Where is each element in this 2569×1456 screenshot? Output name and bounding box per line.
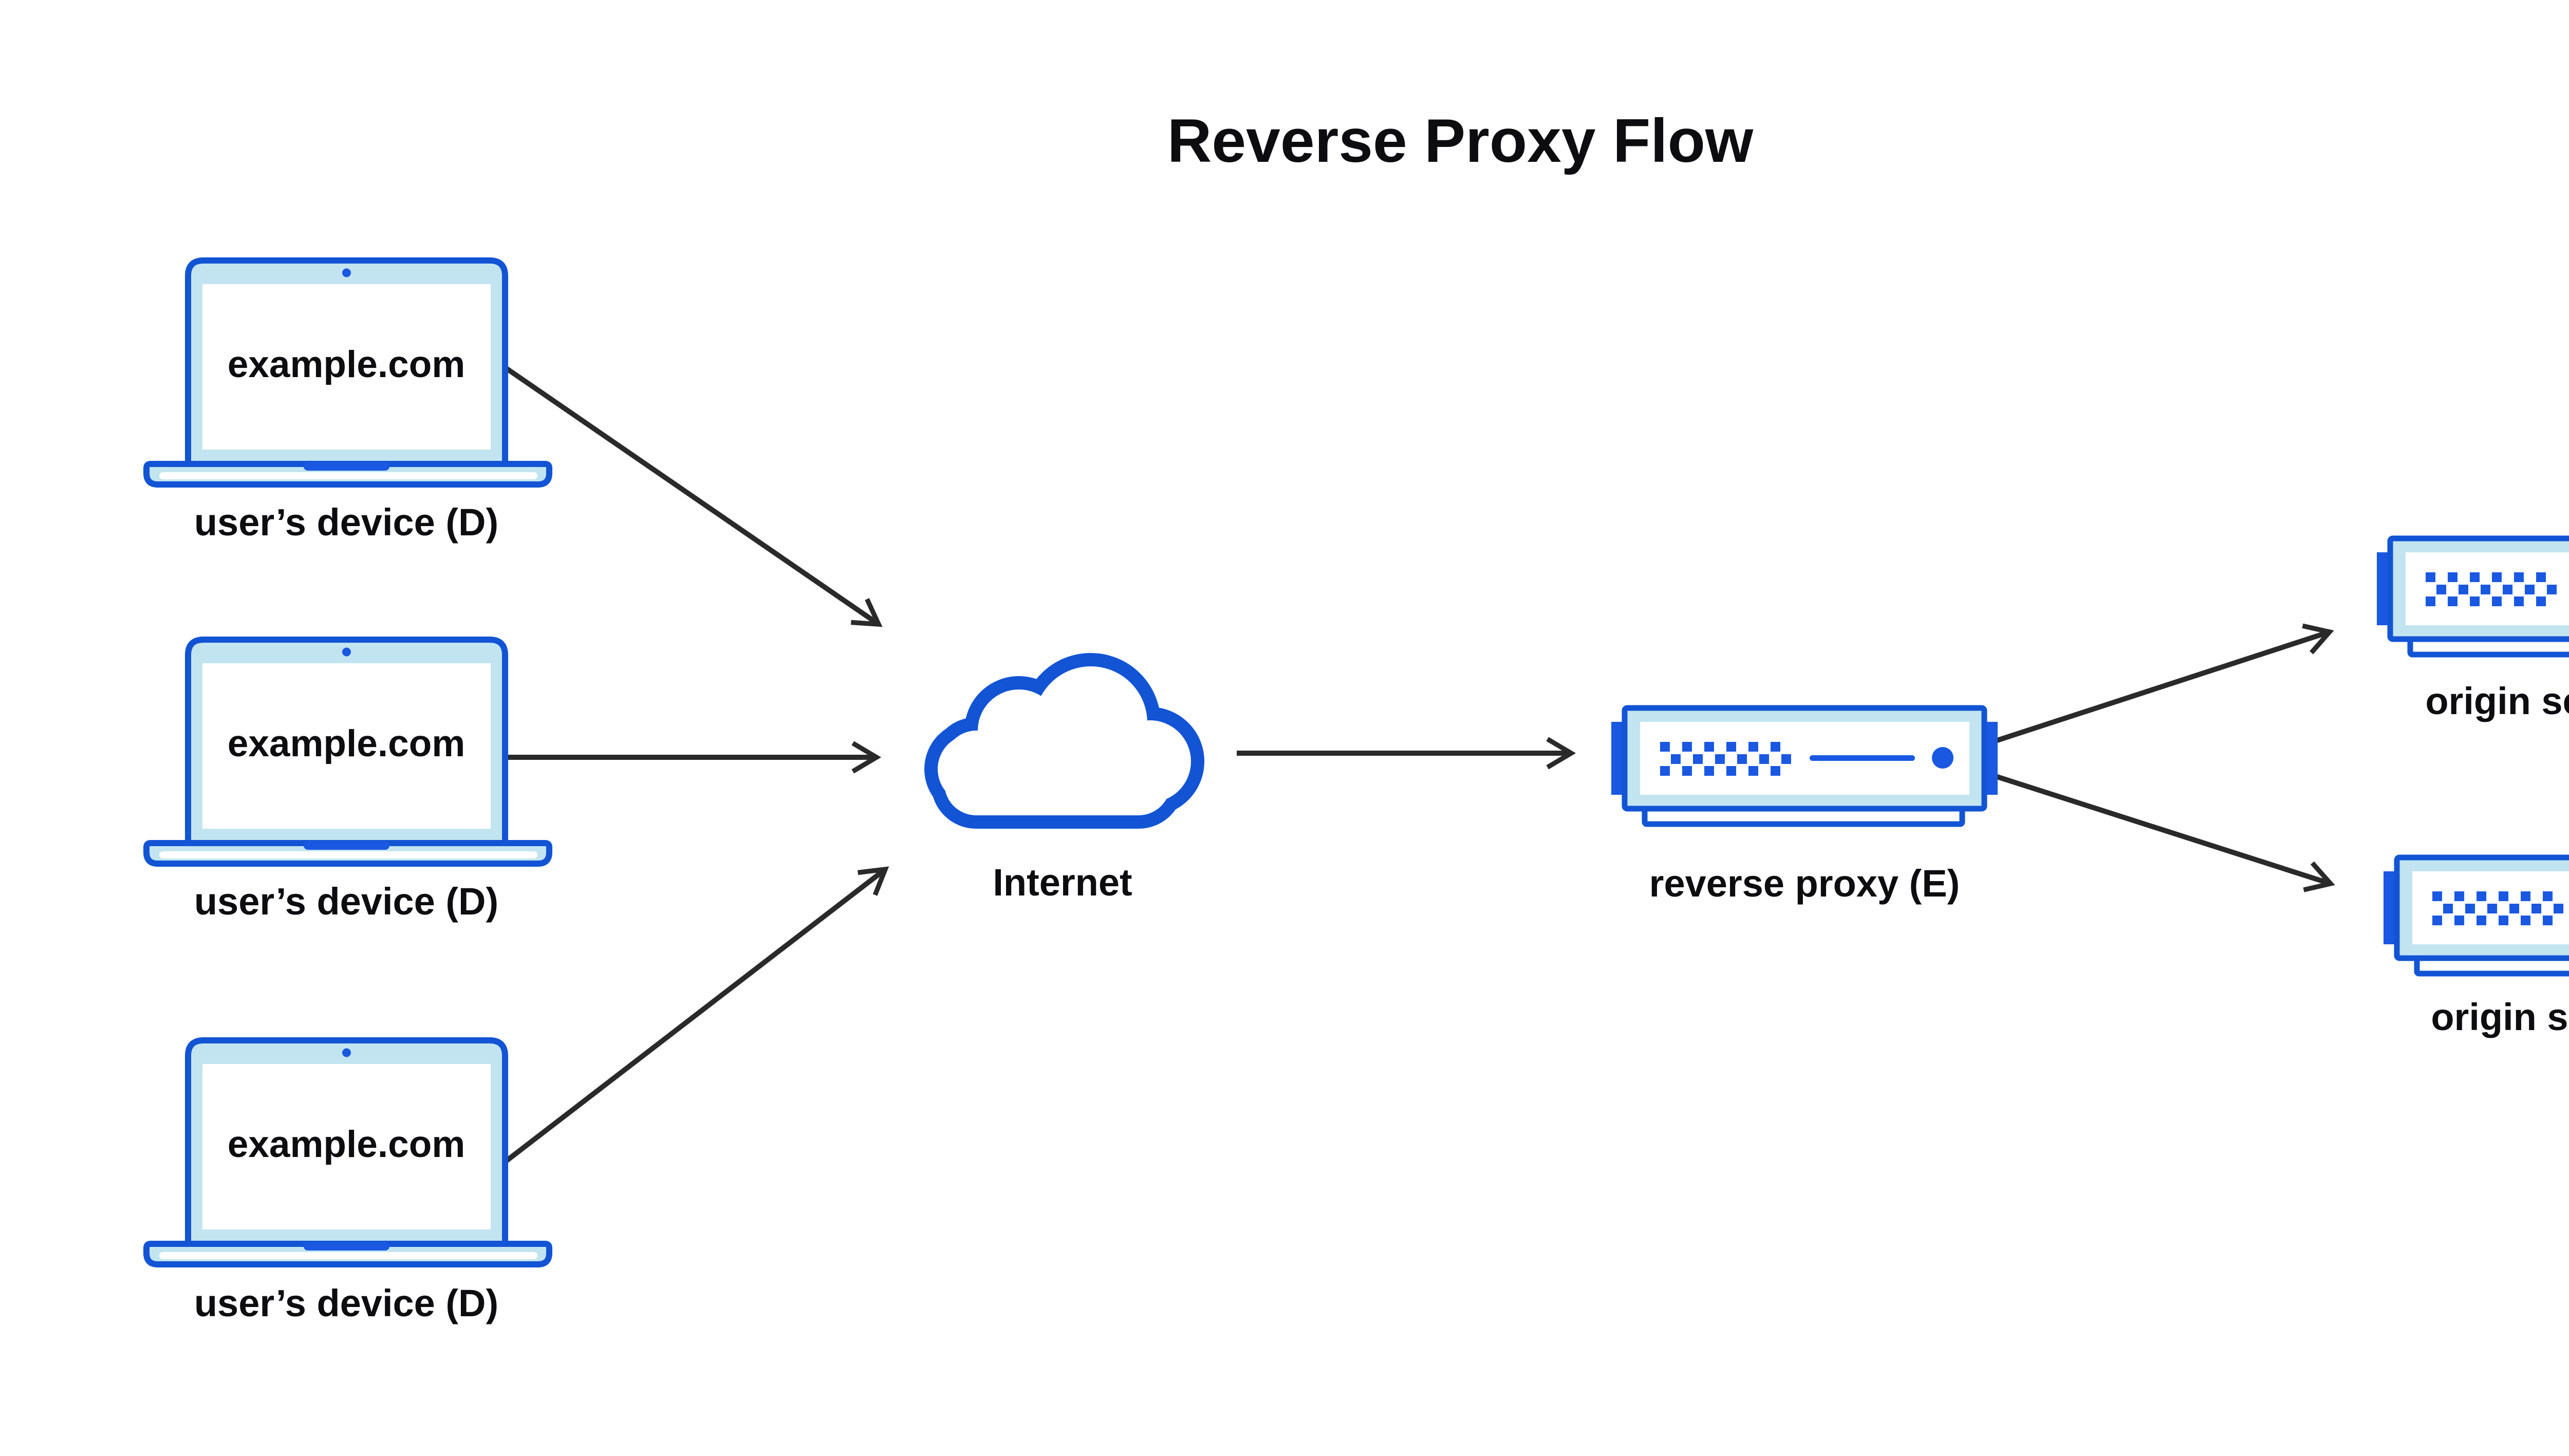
internet-label: Internet: [993, 861, 1132, 904]
device-label: user’s device (D): [194, 1282, 498, 1324]
reverse-proxy-label: reverse proxy (E): [1649, 862, 1960, 905]
user-device-1: example.com user’s device (D): [146, 260, 549, 544]
device-screen-text: example.com: [228, 723, 466, 764]
internet-node: Internet: [924, 653, 1204, 904]
origin-server-2: origin server (F): [2384, 857, 2569, 1038]
origin-server-label: origin server (F): [2431, 996, 2569, 1038]
reverse-proxy-node: reverse proxy (E): [1611, 708, 1998, 905]
arrow-device1-to-internet: [504, 365, 883, 627]
page-title: Reverse Proxy Flow: [1167, 106, 1754, 175]
user-device-3: example.com user’s device (D): [146, 1040, 549, 1324]
arrow-device3-to-internet: [502, 866, 889, 1165]
server-icon: [1611, 708, 1998, 824]
arrow-proxy-to-origin2: [1991, 773, 2335, 892]
server-icon: [2377, 538, 2569, 655]
device-screen-text: example.com: [228, 344, 466, 385]
device-screen-text: example.com: [228, 1124, 466, 1165]
arrow-proxy-to-origin1: [1991, 623, 2334, 744]
flow-arrows: [502, 365, 2335, 1165]
origin-server-label: origin server (F): [2425, 680, 2569, 722]
server-icon: [2384, 857, 2569, 974]
origin-server-1: origin server (F): [2377, 538, 2569, 722]
user-device-2: example.com user’s device (D): [146, 640, 549, 923]
device-label: user’s device (D): [194, 880, 498, 923]
device-label: user’s device (D): [194, 501, 498, 544]
internet-cloud-icon: [924, 653, 1204, 829]
